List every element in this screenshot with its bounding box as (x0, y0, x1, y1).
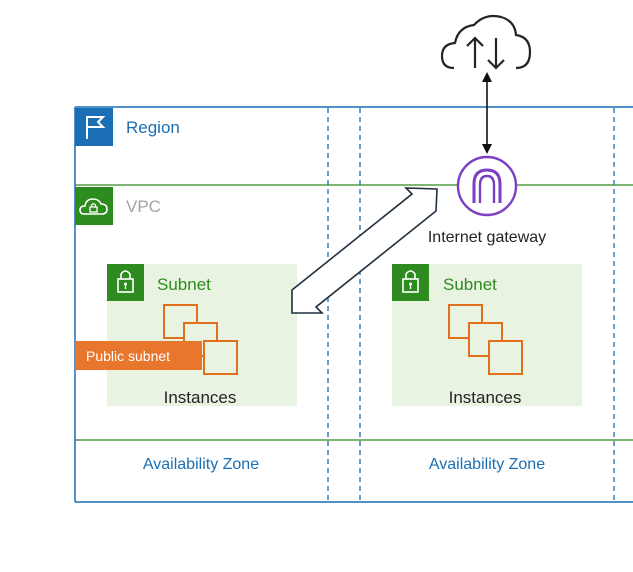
public-subnet-label: Public subnet (86, 348, 170, 364)
instances-label-1: Instances (164, 388, 237, 407)
vpc-container (75, 184, 633, 441)
cloud-upload-download-icon (440, 14, 532, 70)
availability-zone-borders (327, 108, 615, 502)
internet-gateway-icon (456, 155, 518, 217)
availability-zone-label-2: Availability Zone (429, 456, 545, 473)
public-subnet-badge: Public subnet (75, 341, 202, 370)
region-container (74, 106, 633, 503)
cloud-lock-icon (75, 187, 113, 225)
instances-label-2: Instances (449, 388, 522, 407)
availability-zone-label-1: Availability Zone (143, 456, 259, 473)
gateway-subnet-arrow (291, 187, 438, 314)
internet-gateway-label: Internet gateway (428, 229, 546, 246)
padlock-icon (107, 264, 144, 301)
flag-icon (75, 108, 113, 146)
region-label: Region (126, 118, 180, 137)
internet-link-arrow (482, 72, 492, 154)
subnet-label-1: Subnet (157, 275, 211, 294)
stacked-instances-icon (163, 304, 238, 375)
vpc-label: VPC (126, 197, 161, 216)
subnet-label-2: Subnet (443, 275, 497, 294)
padlock-icon (392, 264, 429, 301)
stacked-instances-icon (448, 304, 523, 375)
